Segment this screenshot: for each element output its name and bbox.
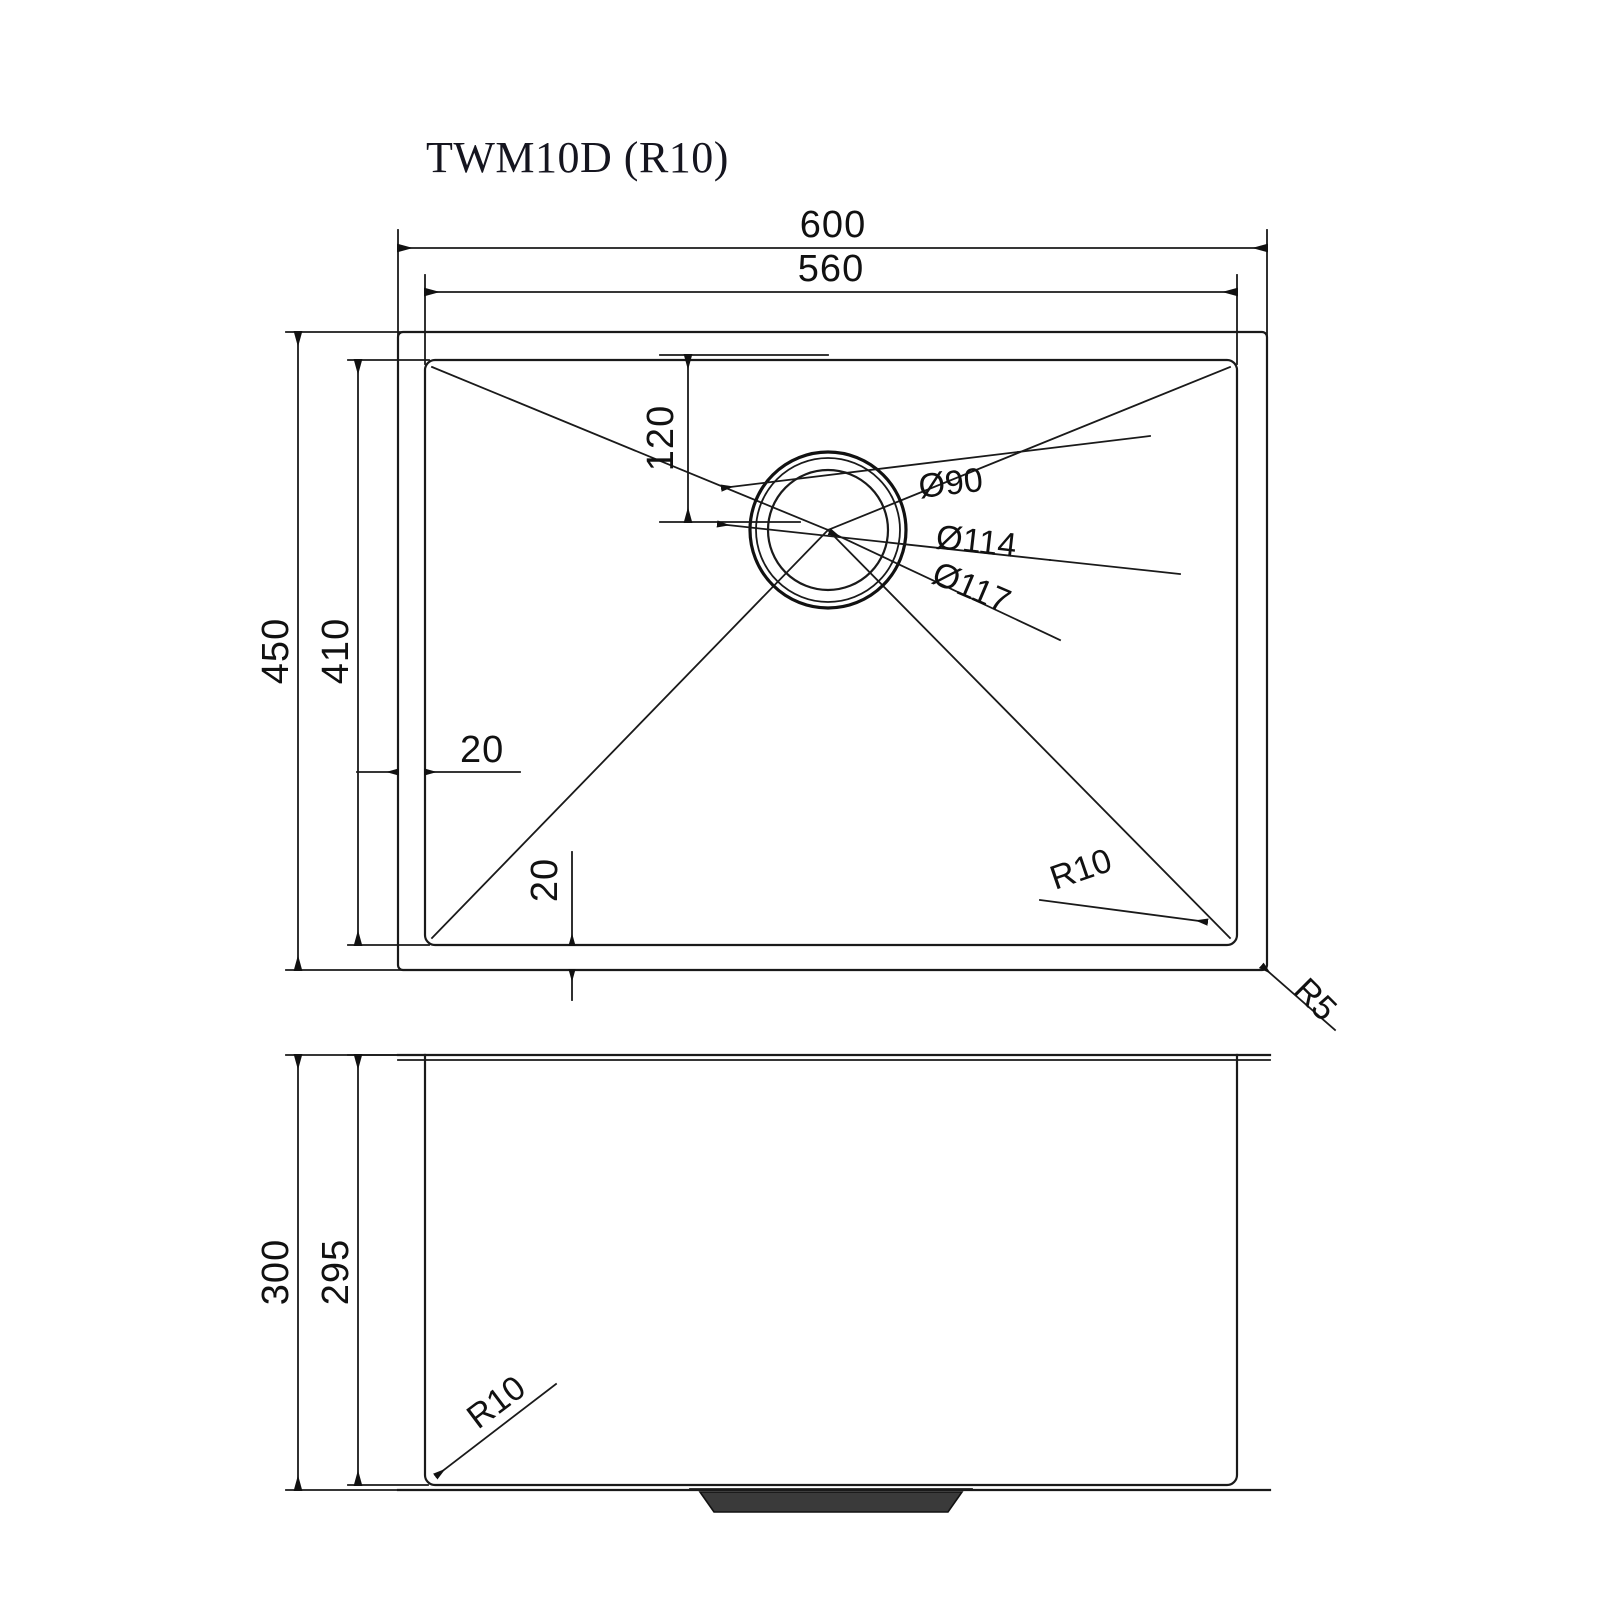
leader-line-d90 bbox=[720, 450, 1020, 492]
dim-label-overall-width: 600 bbox=[800, 204, 866, 246]
dim-label-rim-corner-radius: R5 bbox=[1286, 971, 1344, 1029]
bowl-slope-line-top-left bbox=[430, 365, 830, 532]
leader-line-r10-bowl-corner bbox=[1038, 898, 1209, 926]
leader-line-r10-front-bottom-corner bbox=[433, 1382, 558, 1480]
dim-label-front-bottom-radius: R10 bbox=[460, 1369, 533, 1437]
top-view-group: 600 560 450 410 120 bbox=[255, 204, 1344, 1032]
sink-bowl-outline bbox=[423, 358, 1239, 947]
dim-label-drain-inner-diameter: Ø90 bbox=[917, 461, 985, 506]
dim-label-drain-offset-top: 120 bbox=[640, 405, 682, 471]
leader-line-r5-rim-corner bbox=[1258, 962, 1337, 1032]
dim-label-bowl-width: 560 bbox=[798, 248, 864, 290]
dim-label-bowl-depth: 410 bbox=[315, 618, 357, 684]
front-view-drain-boss bbox=[698, 1491, 964, 1513]
bowl-slope-line-bottom-left bbox=[430, 528, 830, 940]
bowl-slope-line-bottom-right bbox=[826, 528, 1232, 940]
drain-circle-outer-117 bbox=[748, 450, 908, 610]
front-view-bowl-body bbox=[423, 1053, 1239, 1487]
drain-circle-middle-114 bbox=[755, 457, 901, 603]
front-view-group: 300 295 R10 bbox=[255, 1053, 1272, 1513]
dim-label-drain-outer-diameter: Ø117 bbox=[927, 554, 1016, 620]
leader-tail-d90 bbox=[1016, 434, 1152, 454]
dim-label-rim-left-offset: 20 bbox=[460, 729, 504, 771]
drawing-title: TWM10D (R10) bbox=[426, 133, 729, 182]
dim-label-overall-height: 300 bbox=[255, 1239, 297, 1305]
leader-line-d117 bbox=[827, 528, 1062, 642]
dim-label-bowl-corner-radius: R10 bbox=[1045, 841, 1116, 897]
leader-line-d114 bbox=[716, 520, 1051, 561]
dim-label-overall-depth: 450 bbox=[255, 618, 297, 684]
dim-label-rim-bottom-offset: 20 bbox=[524, 858, 566, 902]
bowl-slope-line-top-right bbox=[826, 365, 1232, 532]
dim-label-bowl-height: 295 bbox=[315, 1239, 357, 1305]
dim-label-drain-middle-diameter: Ø114 bbox=[934, 518, 1018, 565]
leader-tail-d114 bbox=[1049, 559, 1181, 575]
